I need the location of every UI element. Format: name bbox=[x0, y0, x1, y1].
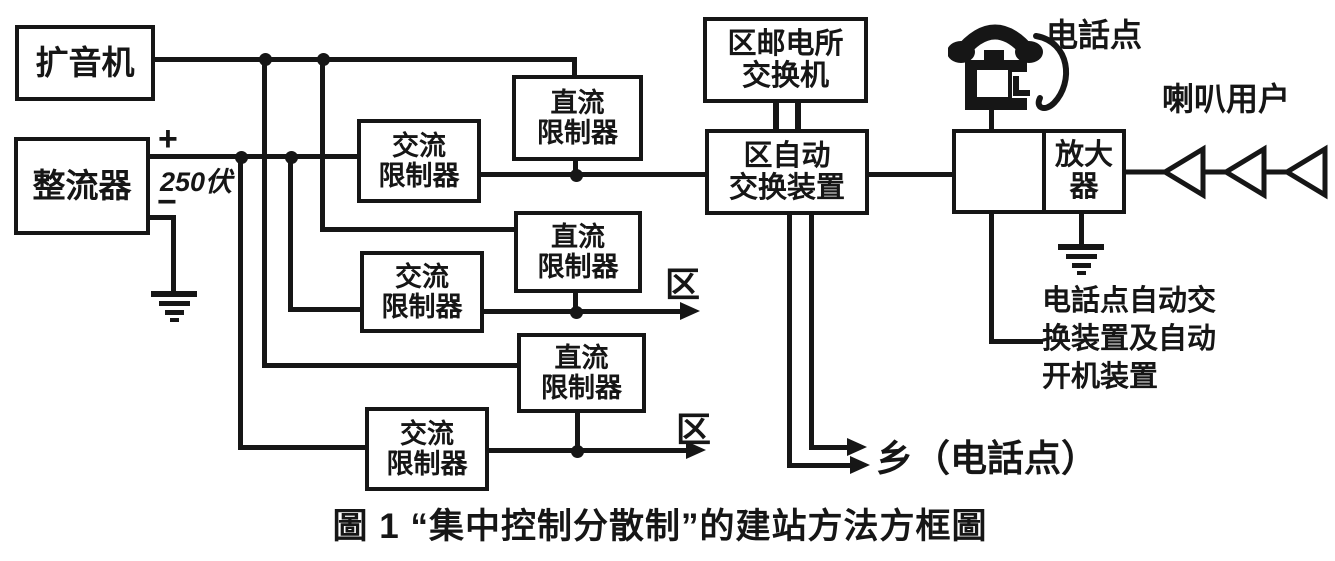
wire-to-ac2 bbox=[288, 307, 363, 312]
dc-limiter-1-line1: 直流 bbox=[550, 87, 605, 118]
box-rectifier: 整流器 bbox=[14, 137, 150, 235]
phone-point-label: 电話点 bbox=[1046, 17, 1143, 53]
power-amplifier-line2: 器 bbox=[1069, 170, 1099, 203]
district-label-row3: 区 bbox=[676, 411, 712, 450]
wire-note-drop bbox=[989, 212, 994, 344]
wire-to-dc3 bbox=[262, 363, 520, 368]
junction-dot bbox=[235, 151, 248, 164]
junction-dot bbox=[285, 151, 298, 164]
box-pa-amplifier: 扩音机 bbox=[15, 25, 155, 101]
wire-township-run-1 bbox=[787, 463, 852, 468]
telephone-icon bbox=[948, 24, 1070, 111]
arrow-row2-district bbox=[680, 302, 700, 320]
wire-bus-drop-2 bbox=[320, 57, 325, 232]
box-dc-limiter-1: 直流 限制器 bbox=[512, 75, 643, 161]
junction-dot bbox=[570, 169, 583, 182]
ac-limiter-3-line2: 限制器 bbox=[386, 449, 468, 479]
ac-limiter-2-line2: 限制器 bbox=[381, 292, 463, 322]
junction-dot bbox=[571, 445, 584, 458]
box-ac-limiter-2: 交流 限制器 bbox=[360, 251, 484, 333]
phone-point-unit-blank-cell bbox=[956, 133, 1046, 210]
wire-row1-output bbox=[479, 172, 707, 177]
box-ac-limiter-1: 交流 限制器 bbox=[357, 119, 481, 203]
wire-minus-stub bbox=[148, 215, 176, 220]
dc-limiter-2-line1: 直流 bbox=[551, 221, 605, 252]
wire-rect-drop-2 bbox=[288, 154, 293, 312]
junction-dot bbox=[317, 53, 330, 66]
wire-rect-drop-1 bbox=[238, 154, 243, 450]
junction-dot bbox=[259, 53, 272, 66]
wire-amplifier-to-dc1 bbox=[572, 57, 577, 79]
wire-office-auto-2 bbox=[795, 101, 801, 131]
phone-note-line3: 开机装置 bbox=[1042, 361, 1159, 393]
wire-phone-stub bbox=[989, 102, 994, 131]
dc-limiter-3-line2: 限制器 bbox=[541, 373, 622, 403]
wire-amp-ground-stub bbox=[1079, 212, 1084, 244]
ac-limiter-1-line2: 限制器 bbox=[378, 161, 460, 191]
township-phone-point-label: 乡（电話点） bbox=[876, 438, 1098, 479]
wire-office-auto-1 bbox=[773, 101, 779, 131]
wire-auto-to-phone-unit bbox=[866, 172, 954, 177]
wire-amplifier-bus bbox=[155, 57, 576, 62]
ac-limiter-1-line1: 交流 bbox=[392, 130, 446, 161]
box-rectifier-label: 整流器 bbox=[32, 166, 132, 204]
ac-limiter-2-line1: 交流 bbox=[395, 261, 449, 292]
box-district-auto-exchange: 区自动 交换装置 bbox=[705, 129, 869, 215]
minus-label: − bbox=[157, 183, 177, 221]
wire-to-dc2 bbox=[320, 227, 517, 232]
district-auto-line1: 区自动 bbox=[743, 139, 831, 172]
figure-caption: 圖 1 “集中控制分散制”的建站方法方框圖 bbox=[332, 507, 988, 546]
plus-label: + bbox=[158, 120, 178, 158]
wire-dc1-drop bbox=[573, 157, 578, 175]
box-ac-limiter-3: 交流 限制器 bbox=[365, 407, 489, 491]
wire-dc3-drop bbox=[575, 409, 580, 450]
arrow-township-1 bbox=[850, 456, 870, 474]
speaker-chain-icon bbox=[1125, 144, 1328, 200]
voltage-label: 250伏 bbox=[160, 167, 233, 197]
wire-township-run-2 bbox=[809, 445, 849, 450]
box-district-office-switchboard: 区邮电所 交换机 bbox=[703, 17, 868, 103]
wire-township-drop-1 bbox=[787, 212, 792, 468]
phone-note-line2: 换装置及自动 bbox=[1042, 323, 1217, 355]
district-label-row2: 区 bbox=[665, 266, 701, 305]
phone-point-unit-cells: 放大 器 bbox=[956, 133, 1122, 210]
wire-rectifier-bus bbox=[150, 154, 360, 159]
box-dc-limiter-3: 直流 限制器 bbox=[517, 333, 646, 413]
box-phone-point-unit: 放大 器 bbox=[952, 129, 1126, 214]
dc-limiter-2-line2: 限制器 bbox=[537, 252, 619, 282]
district-auto-line2: 交换装置 bbox=[728, 172, 845, 204]
power-amplifier-line1: 放大 bbox=[1054, 138, 1113, 171]
box-power-amplifier: 放大 器 bbox=[1046, 133, 1122, 210]
district-office-line2: 交换机 bbox=[741, 60, 829, 92]
dc-limiter-1-line2: 限制器 bbox=[537, 118, 618, 148]
dc-limiter-3-line1: 直流 bbox=[554, 342, 609, 373]
junction-dot bbox=[570, 306, 583, 319]
arrow-township-2 bbox=[847, 438, 867, 456]
wire-dc2-drop bbox=[573, 289, 578, 312]
phone-point-note: 电話点自动交 换装置及自动 开机装置 bbox=[1042, 282, 1216, 396]
wire-bus-drop-1 bbox=[262, 57, 267, 368]
wire-row3-output bbox=[487, 448, 688, 453]
wire-to-ac3 bbox=[238, 445, 368, 450]
wire-minus-drop bbox=[171, 215, 176, 293]
speaker-users-label: 喇叭用户 bbox=[1162, 81, 1291, 117]
box-dc-limiter-2: 直流 限制器 bbox=[514, 211, 642, 293]
phone-note-line1: 电話点自动交 bbox=[1042, 285, 1217, 317]
arrow-row3-district bbox=[686, 441, 706, 459]
box-pa-amplifier-label: 扩音机 bbox=[35, 43, 135, 81]
wire-note-run bbox=[989, 339, 1043, 344]
district-office-line1: 区邮电所 bbox=[727, 27, 844, 60]
wire-township-drop-2 bbox=[809, 212, 814, 450]
ac-limiter-3-line1: 交流 bbox=[400, 418, 454, 449]
